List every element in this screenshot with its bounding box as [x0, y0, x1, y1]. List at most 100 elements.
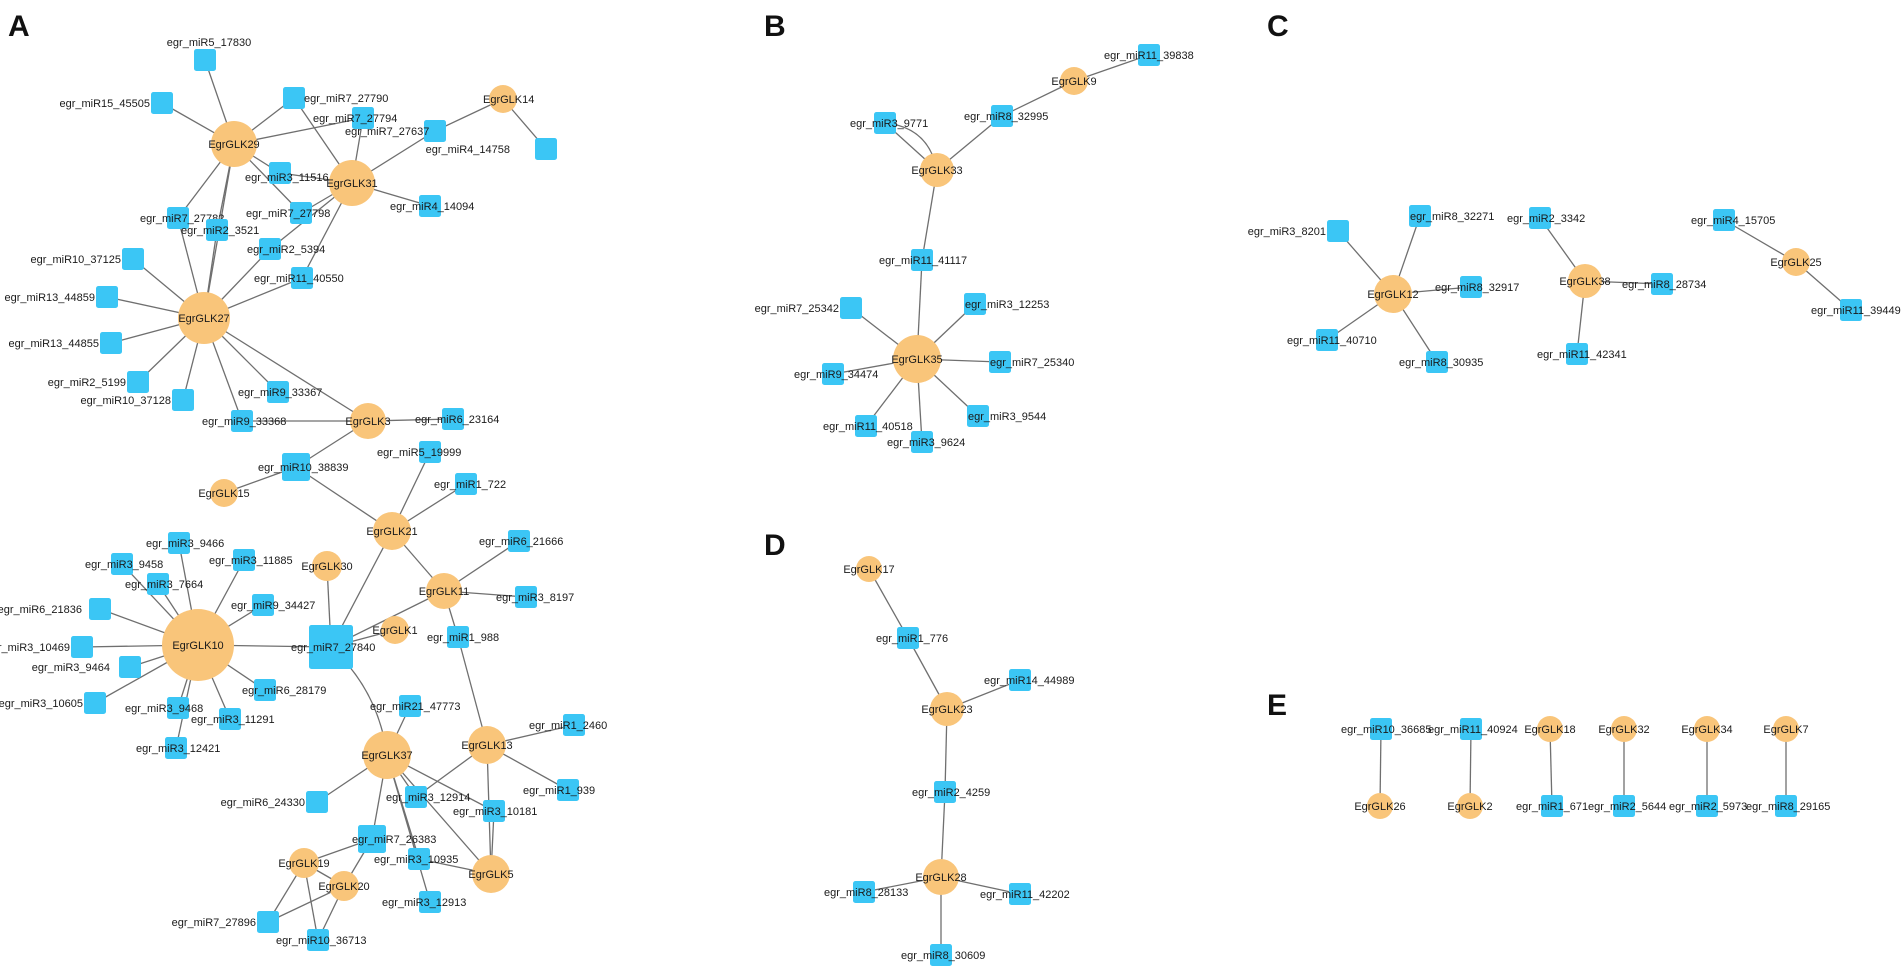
node-label: egr_miR3_11885 [209, 555, 293, 567]
mirna-square [84, 692, 106, 714]
mirna-square [71, 636, 93, 658]
mirna-node-egr-mir5-19999: egr_miR5_19999 [377, 441, 461, 463]
node-label: egr_miR3_12913 [382, 897, 466, 909]
mirna-node-egr-mir1-988: egr_miR1_988 [427, 626, 499, 648]
node-label: egr_miR3_8201 [1248, 226, 1326, 238]
mirna-square [89, 598, 111, 620]
mirna-square [291, 267, 313, 289]
mirna-node-egr-mir10-36713: egr_miR10_36713 [276, 929, 367, 951]
gene-node-egrglk1: EgrGLK1 [372, 616, 418, 644]
mirna-square [455, 473, 477, 495]
node-label: EgrGLK14 [483, 94, 534, 106]
node-label: EgrGLK18 [1524, 724, 1575, 736]
mirna-square [1009, 883, 1031, 905]
node-label: EgrGLK7 [1763, 724, 1808, 736]
node-label: egr_miR7_27782 [140, 213, 224, 225]
node-label: egr_miR10_38839 [258, 462, 349, 474]
mirna-node-egr-mir2-3521: egr_miR2_3521 [181, 219, 259, 241]
gene-node-egrglk2: EgrGLK2 [1447, 793, 1493, 819]
node-label: egr_miR11_40924 [1428, 724, 1518, 736]
mirna-square [508, 530, 530, 552]
node-label: egr_miR14_44989 [984, 675, 1075, 687]
gene-node-egrglk23: EgrGLK23 [921, 692, 973, 726]
mirna-node-egr-mir3-10469: egr_miR3_10469 [0, 636, 93, 658]
mirna-node-egr-mir1-671: egr_miR1_671 [1516, 795, 1588, 817]
mirna-square [557, 779, 579, 801]
mirna-node-egr-mir2-3342: egr_miR2_3342 [1507, 207, 1585, 229]
node-label: egr_miR3_9771 [850, 118, 928, 130]
node-label: egr_miR8_32917 [1435, 282, 1519, 294]
node-label: EgrGLK32 [1598, 724, 1649, 736]
mirna-square [1316, 329, 1338, 351]
node-label: egr_miR7_26383 [352, 834, 436, 846]
mirna-square [96, 286, 118, 308]
mirna-node-egr-mir7-25340: egr_miR7_25340 [989, 351, 1074, 373]
node-label: egr_miR11_40518 [823, 421, 913, 433]
gene-node-egrglk26: EgrGLK26 [1354, 793, 1406, 819]
node-label: EgrGLK38 [1559, 276, 1610, 288]
gene-circle [1060, 67, 1088, 95]
node-label: egr_miR2_5394 [247, 244, 325, 256]
node-label: egr_miR8_28734 [1622, 279, 1706, 291]
mirna-square [231, 410, 253, 432]
node-label: egr_miR3_12914 [386, 792, 470, 804]
node-label: egr_miR4_15705 [1691, 215, 1775, 227]
mirna-node-egr-mir3-8201: egr_miR3_8201 [1248, 220, 1349, 242]
mirna-square [934, 781, 956, 803]
node-label: egr_miR1_939 [523, 785, 595, 797]
mirna-square [254, 679, 276, 701]
node-label: egr_miR7_27798 [246, 208, 330, 220]
gene-circle [162, 609, 234, 681]
node-label: egr_miR6_21666 [479, 536, 563, 548]
node-label: egr_miR8_29165 [1746, 801, 1830, 813]
node-label: egr_miR7_27794 [313, 113, 397, 125]
gene-node-egrglk9: EgrGLK9 [1051, 67, 1097, 95]
mirna-square [822, 363, 844, 385]
mirna-node-egr-mir3-8197: egr_miR3_8197 [496, 586, 574, 608]
node-label: EgrGLK3 [345, 416, 390, 428]
node-label: egr_miR10_37125 [30, 254, 121, 266]
gene-node-egrglk15: EgrGLK15 [198, 479, 250, 507]
mirna-node-egr-mir11-39449: egr_miR11_39449 [1811, 299, 1901, 321]
mirna-square [1541, 795, 1563, 817]
edge-egrglk17-egr-mir1-776 [868, 568, 909, 639]
gene-circle [1568, 264, 1602, 298]
mirna-square [408, 848, 430, 870]
mirna-node-egr-mir9-34427: egr_miR9_34427 [231, 594, 315, 616]
panel-letter-e: E [1267, 689, 1287, 722]
gene-circle [329, 160, 375, 206]
mirna-square [874, 112, 896, 134]
mirna-square [252, 594, 274, 616]
mirna-square [1566, 343, 1588, 365]
node-label: egr_miR8_32995 [964, 111, 1048, 123]
node-label: egr_miR8_28133 [824, 887, 908, 899]
mirna-square [897, 627, 919, 649]
node-label: egr_miR2_4259 [912, 787, 990, 799]
gene-circle [1611, 716, 1637, 742]
node-label: egr_miR7_25340 [990, 357, 1074, 369]
mirna-square [267, 381, 289, 403]
node-label: egr_miR1_722 [434, 479, 506, 491]
gene-node-egrglk29: EgrGLK29 [208, 121, 260, 167]
node-label: egr_miR4_14758 [426, 144, 510, 156]
mirna-square [257, 911, 279, 933]
mirna-node-egr-mir8-30609: egr_miR8_30609 [901, 944, 985, 966]
mirna-square [853, 881, 875, 903]
mirna-node-egr-mir3-12914: egr_miR3_12914 [386, 786, 470, 808]
mirna-node-egr-mir4-14094: egr_miR4_14094 [390, 195, 474, 217]
mirna-square [1426, 351, 1448, 373]
mirna-square [419, 891, 441, 913]
gene-node-egrglk3: EgrGLK3 [345, 403, 391, 439]
mirna-node-egr-mir6-23164: egr_miR6_23164 [415, 408, 499, 430]
mirna-square [964, 293, 986, 315]
mirna-square [930, 944, 952, 966]
node-label: egr_miR8_30609 [901, 950, 985, 962]
mirna-node-egr-mir3-11885: egr_miR3_11885 [209, 549, 293, 571]
mirna-node-egr-mir3-12913: egr_miR3_12913 [382, 891, 466, 913]
mirna-node-egr-mir3-9464: egr_miR3_9464 [32, 656, 141, 678]
gene-node-egrglk5: EgrGLK5 [468, 855, 514, 893]
mirna-node-egr-mir3-9466: egr_miR3_9466 [146, 532, 224, 554]
node-label: egr_miR8_30935 [1399, 357, 1483, 369]
mirna-square [1529, 207, 1551, 229]
mirna-square [447, 626, 469, 648]
